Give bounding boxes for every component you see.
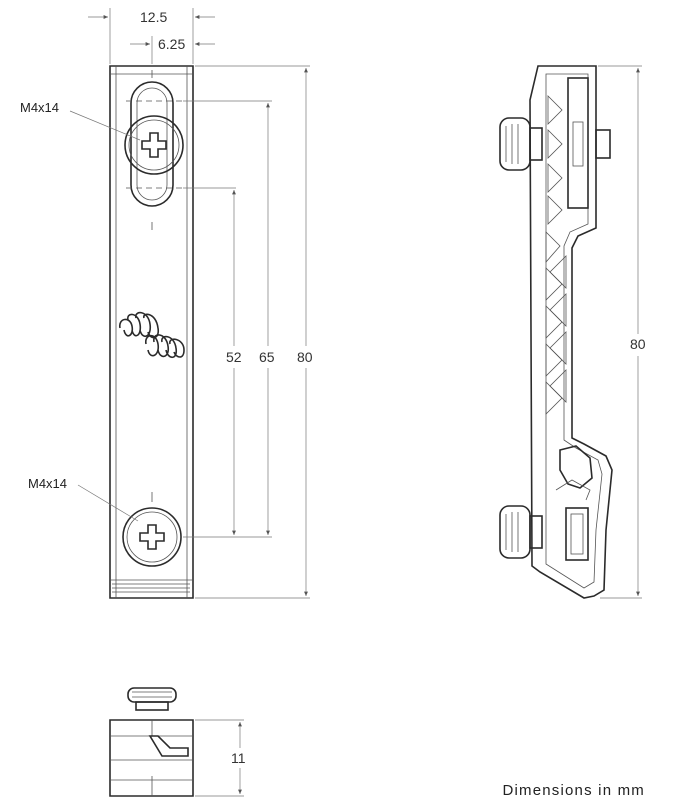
dim-height-side: 80 (630, 336, 646, 352)
side-top-screw (499, 117, 543, 171)
bottom-view: 11 (109, 687, 251, 797)
callout-screw-top: M4x14 (20, 100, 59, 115)
top-screw-head (124, 115, 184, 175)
front-view: 12.5 6.25 52 65 80 M4x14 M4x14 (20, 8, 317, 599)
side-bottom-screw (499, 505, 543, 559)
dim-slot-span: 65 (259, 349, 275, 365)
side-view: 80 (499, 65, 650, 599)
units-note: Dimensions in mm (502, 782, 645, 799)
dim-width-half: 6.25 (158, 36, 185, 52)
top-slot (130, 81, 174, 207)
dim-height-front: 80 (297, 349, 313, 365)
bottom-screw-head (122, 507, 182, 567)
spring-emboss (119, 311, 185, 359)
callout-screw-bottom: M4x14 (28, 476, 67, 491)
dim-hole-spacing: 52 (226, 349, 242, 365)
dim-width-total: 12.5 (140, 9, 167, 25)
dim-depth-bottom: 11 (231, 750, 246, 766)
